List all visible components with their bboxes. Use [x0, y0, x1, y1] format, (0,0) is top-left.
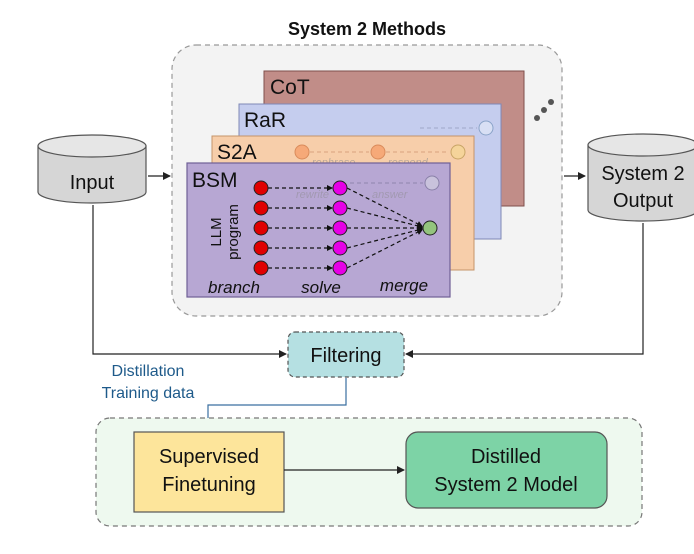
- sft-box-bg: [133, 431, 285, 513]
- solve-label: solve: [301, 278, 341, 297]
- distilled-box-bg: [405, 431, 608, 509]
- solve-to-merge-edge-4: [346, 227, 423, 249]
- supervised-finetuning-box: Supervised Finetuning: [133, 431, 285, 513]
- solve-to-merge-edge-1: [346, 187, 423, 227]
- output-label-line1: System 2: [601, 163, 684, 185]
- ellipsis-dot-2: [541, 107, 547, 113]
- branch-node-1: [253, 180, 269, 196]
- solve-to-merge-edge-2: [346, 207, 423, 229]
- distilled-label-line1: Distilled: [471, 446, 541, 468]
- branch-node-4: [253, 240, 269, 256]
- rar-faint-text-2: answer: [372, 189, 409, 201]
- filtering-label: Filtering: [310, 345, 381, 367]
- s2a-faint-node-2: [370, 144, 386, 160]
- distilled-model-box: Distilled System 2 Model: [405, 431, 608, 509]
- bsm-label: BSM: [192, 169, 238, 192]
- ellipsis-dot-3: [548, 99, 554, 105]
- distillation-label-line2: Training data: [102, 385, 195, 402]
- input-database: Input: [37, 134, 147, 204]
- branch-node-3: [253, 220, 269, 236]
- distillation-label-line1: Distillation: [112, 363, 185, 380]
- rar-faint-node: [478, 120, 494, 136]
- s2a-label: S2A: [217, 141, 257, 164]
- solve-node-3: [332, 220, 348, 236]
- sft-label-line1: Supervised: [159, 446, 259, 468]
- solve-node-5: [332, 260, 348, 276]
- output-database: System 2 Output: [587, 133, 694, 222]
- ellipsis-dot-1: [534, 115, 540, 121]
- input-cylinder-top: [37, 134, 147, 158]
- s2a-faint-node-3: [450, 144, 466, 160]
- filtering-box: Filtering: [287, 331, 405, 378]
- llm-program-line1: LLM: [208, 217, 225, 246]
- bsm-card-bg: [186, 162, 451, 298]
- output-cylinder-body: [587, 145, 694, 222]
- branch-node-5: [253, 260, 269, 276]
- cot-label: CoT: [270, 76, 310, 99]
- solve-node-2: [332, 200, 348, 216]
- solve-node-4: [332, 240, 348, 256]
- branch-label: branch: [208, 278, 260, 297]
- output-label-line2: Output: [613, 190, 673, 212]
- merge-node: [422, 220, 438, 236]
- output-to-filtering-arrow: [405, 223, 644, 358]
- sft-label-line2: Finetuning: [162, 474, 255, 496]
- input-label: Input: [70, 172, 115, 194]
- output-cylinder-top: [587, 133, 694, 157]
- s2a-faint-node-1: [294, 144, 310, 160]
- input-cylinder-body: [37, 146, 147, 204]
- rar-label: RaR: [244, 109, 286, 132]
- distilled-label-line2: System 2 Model: [434, 474, 577, 496]
- branch-node-2: [253, 200, 269, 216]
- rar-faint-node-behind: [424, 175, 440, 191]
- merge-label: merge: [380, 276, 428, 295]
- solve-to-merge-edge-5: [346, 229, 423, 269]
- input-to-filtering-arrow: [92, 205, 287, 358]
- filtering-to-training-arrow: [204, 378, 347, 428]
- bsm-graph: [253, 180, 438, 276]
- rar-faint-text-1: rewrite: [296, 189, 329, 201]
- llm-program-label: LLM program: [208, 204, 242, 260]
- llm-program-line2: program: [225, 204, 242, 260]
- method-card-bsm: BSM rewrite answer LLM program branch so…: [186, 162, 451, 298]
- diagram-title: System 2 Methods: [288, 19, 446, 39]
- filtering-box-bg: [287, 331, 405, 378]
- solve-node-1: [332, 180, 348, 196]
- more-methods-ellipsis: [534, 99, 554, 121]
